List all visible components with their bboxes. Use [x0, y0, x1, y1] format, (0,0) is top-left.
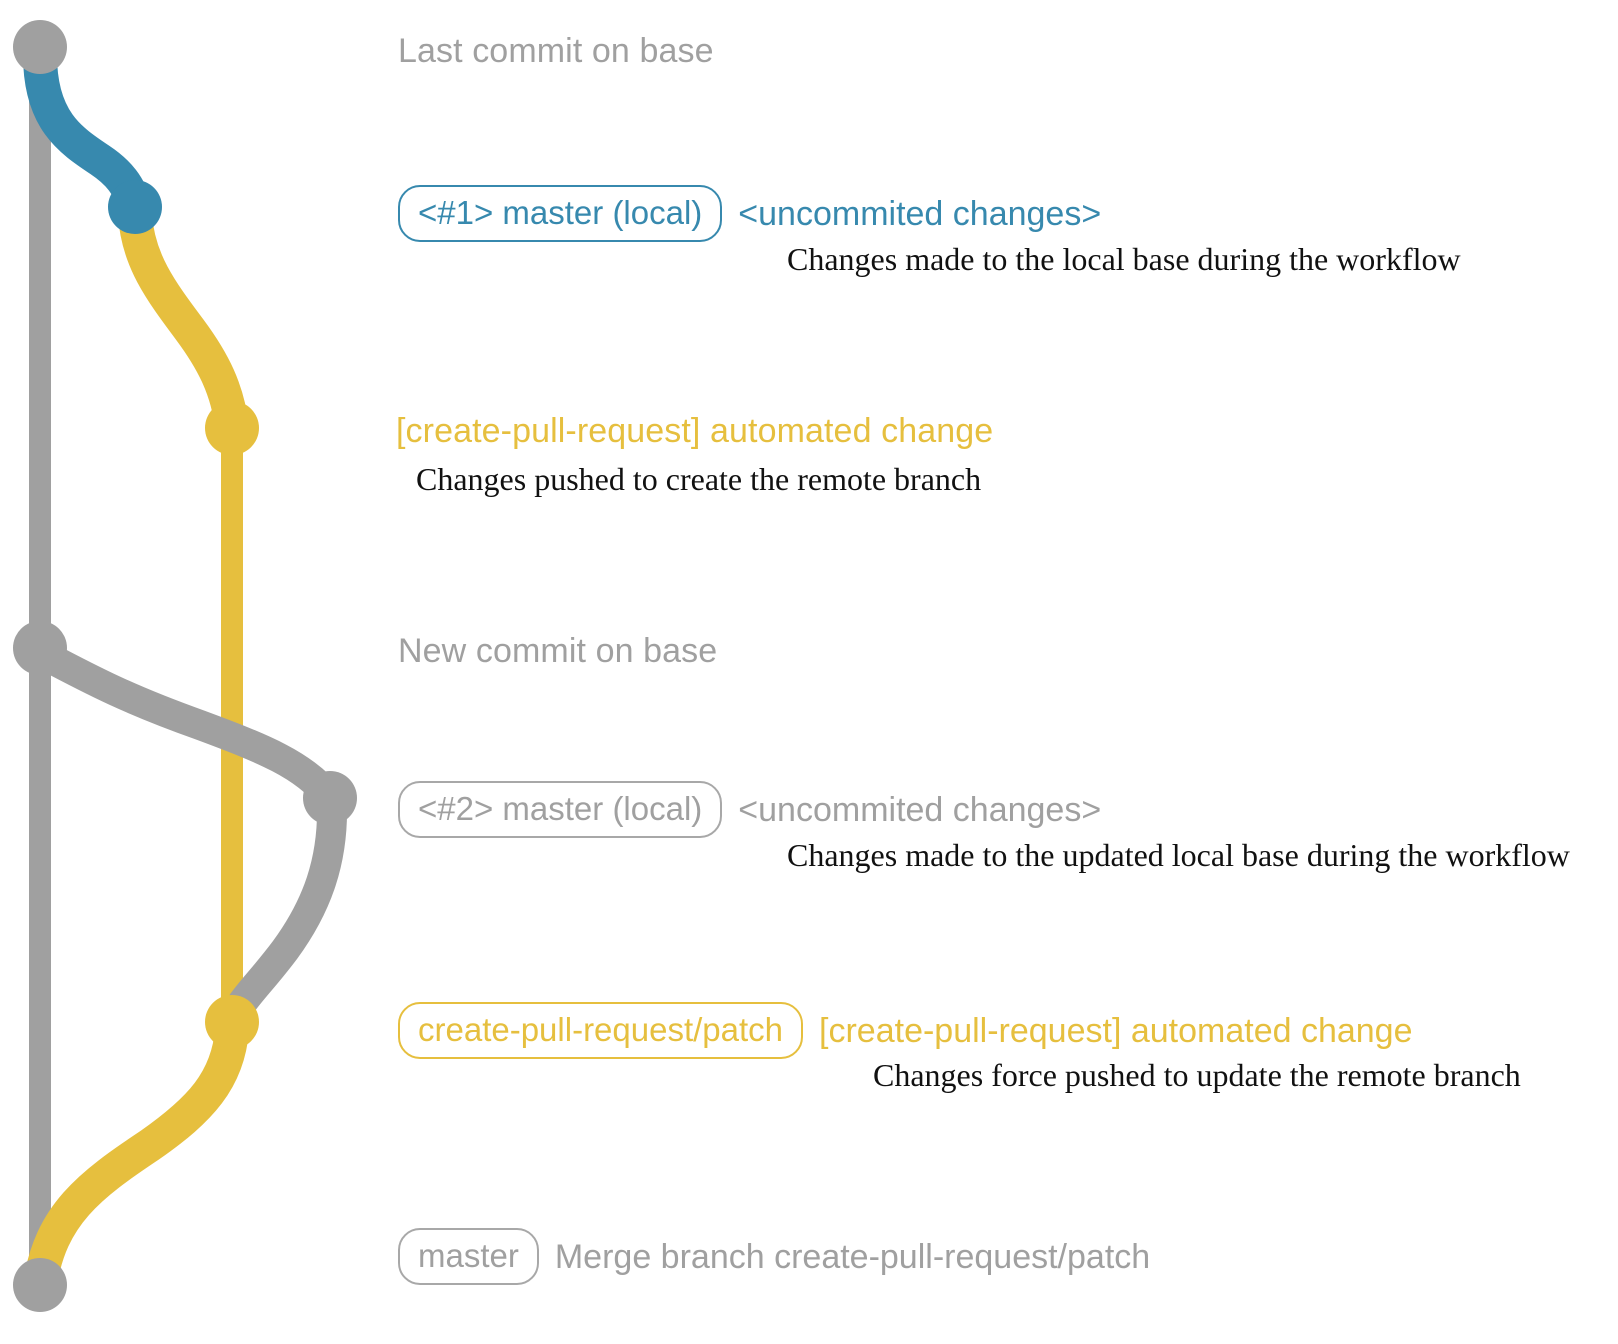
- entry-master-local-2: <#2> master (local) <uncommited changes>: [398, 781, 1101, 838]
- edge-master-local-2-to-automated-change-2: [217, 791, 348, 1037]
- commit-description-automated-change-2: Changes force pushed to update the remot…: [873, 1057, 1521, 1093]
- node-automated-change-2[interactable]: [205, 995, 259, 1049]
- commit-subject-last-commit-on-base: Last commit on base: [398, 32, 714, 70]
- edge-automated-change-2-to-merge: [23, 1013, 249, 1302]
- node-new-commit-on-base[interactable]: [13, 621, 67, 675]
- node-master-local-2[interactable]: [303, 771, 357, 825]
- entry-automated-change-2: create-pull-request/patch [create-pull-r…: [398, 1002, 1413, 1059]
- commit-subject-automated-change-1: [create-pull-request] automated change: [396, 412, 994, 450]
- commit-subject-automated-change-2: [create-pull-request] automated change: [819, 1011, 1413, 1050]
- edge-new-commit-to-master-local-2: [29, 640, 345, 813]
- entry-last-commit-on-base: Last commit on base: [398, 34, 714, 68]
- node-automated-change-1[interactable]: [205, 401, 259, 455]
- badge-master[interactable]: master: [398, 1228, 539, 1285]
- commit-description-automated-change-1: Changes pushed to create the remote bran…: [416, 461, 982, 497]
- node-last-commit-on-base[interactable]: [13, 20, 67, 74]
- badge-master-local-1[interactable]: <#1> master (local): [398, 185, 723, 242]
- commit-subject-master-local-1: <uncommited changes>: [738, 194, 1102, 233]
- entry-merge-commit: master Merge branch create-pull-request/…: [398, 1228, 1150, 1285]
- node-merge-commit[interactable]: [13, 1258, 67, 1312]
- entry-automated-change-1: [create-pull-request] automated change: [396, 414, 993, 448]
- edge-master-local-1-to-automated-change-1: [118, 198, 249, 445]
- badge-create-pull-request-patch[interactable]: create-pull-request/patch: [398, 1002, 804, 1059]
- commit-subject-new-commit-on-base: New commit on base: [398, 632, 718, 670]
- commit-description-master-local-2: Changes made to the updated local base d…: [787, 837, 1570, 873]
- badge-master-local-2[interactable]: <#2> master (local): [398, 781, 723, 838]
- commit-subject-master-local-2: <uncommited changes>: [738, 790, 1102, 829]
- commit-subject-merge-commit: Merge branch create-pull-request/patch: [554, 1237, 1151, 1276]
- entry-new-commit-on-base: New commit on base: [398, 634, 717, 668]
- commit-description-master-local-1: Changes made to the local base during th…: [787, 241, 1461, 277]
- entry-master-local-1: <#1> master (local) <uncommited changes>: [398, 185, 1101, 242]
- node-master-local-1[interactable]: [108, 180, 162, 234]
